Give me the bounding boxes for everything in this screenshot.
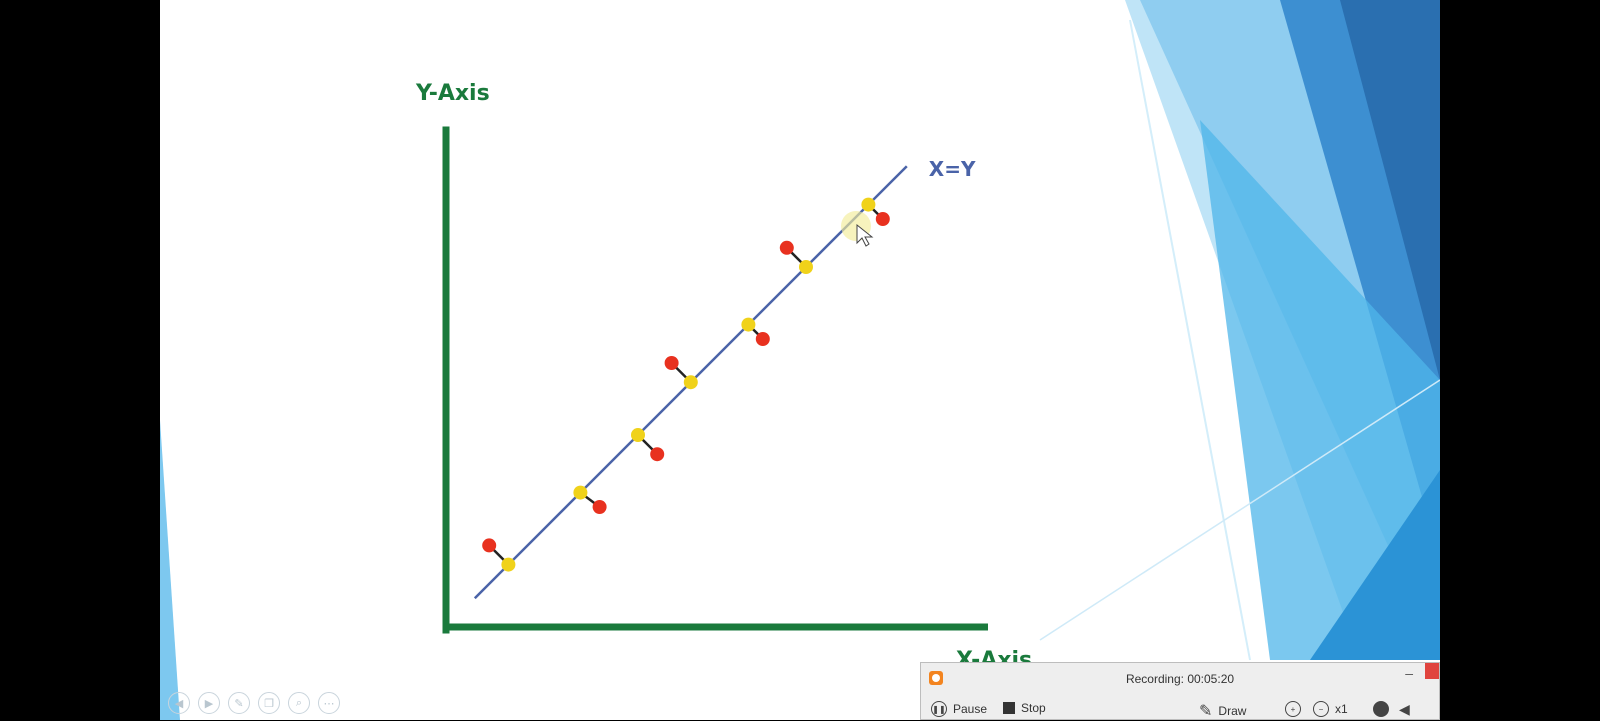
recording-time: 00:05:20 — [1187, 672, 1235, 686]
actual-data-point — [755, 332, 770, 346]
mouse-cursor-icon — [856, 223, 874, 247]
copy-icon[interactable]: ❐ — [258, 692, 280, 714]
x-equals-y-label: X=Y — [929, 157, 976, 181]
recording-status: Recording: 00:05:20 — [921, 672, 1439, 686]
actual-data-point — [482, 538, 497, 553]
speaker-icon: ◀ — [1399, 701, 1410, 717]
projected-data-point — [631, 428, 645, 442]
actual-data-point — [875, 212, 890, 226]
stop-icon — [1003, 702, 1015, 714]
previous-icon[interactable]: ◀ — [168, 692, 190, 714]
zoom-level: x1 — [1335, 702, 1348, 716]
pause-icon: ❚❚ — [931, 701, 947, 717]
projected-data-point — [683, 375, 698, 390]
actual-data-point — [779, 240, 794, 255]
pause-button[interactable]: ❚❚ Pause — [931, 701, 987, 717]
pause-label: Pause — [953, 702, 988, 716]
webcam-button[interactable] — [1373, 701, 1389, 717]
minimize-button[interactable]: – — [1405, 665, 1413, 681]
zoom-out-button[interactable]: − x1 — [1313, 701, 1348, 717]
projected-data-point — [741, 317, 756, 332]
recording-label: Recording: — [1125, 672, 1184, 686]
presentation-slide: Y-Axis X-Axis X=Y ◀ ▶ ✎ ❐ ⌕ ⋯ — [160, 0, 1440, 720]
projected-data-point — [501, 557, 516, 572]
draw-pen-icon: ✎ — [1199, 703, 1213, 720]
audio-button[interactable]: ◀ — [1399, 701, 1410, 718]
close-button[interactable] — [1425, 663, 1439, 679]
stop-label: Stop — [1021, 701, 1046, 715]
scatter-chart: Y-Axis X-Axis X=Y — [415, 81, 1032, 673]
more-icon[interactable]: ⋯ — [318, 692, 340, 714]
zoom-icon[interactable]: ⌕ — [288, 692, 310, 714]
projected-data-point — [861, 197, 876, 212]
actual-data-point — [664, 356, 679, 370]
recorder-logo-icon — [929, 671, 943, 685]
screen-recorder-panel: Recording: 00:05:20 – ❚❚ Pause Stop ✎ Dr… — [920, 662, 1440, 720]
projected-data-point — [799, 260, 813, 274]
webcam-icon — [1373, 701, 1389, 717]
pen-icon[interactable]: ✎ — [228, 692, 250, 714]
y-axis-title: Y-Axis — [415, 81, 490, 106]
zoom-out-icon: − — [1313, 701, 1329, 717]
stop-button[interactable]: Stop — [1003, 701, 1046, 715]
projected-data-point — [573, 485, 588, 500]
zoom-in-icon: + — [1285, 701, 1301, 717]
actual-data-point — [592, 500, 607, 514]
draw-button[interactable]: ✎ Draw — [1199, 701, 1246, 721]
zoom-in-button[interactable]: + — [1285, 701, 1301, 717]
actual-data-point — [650, 447, 665, 462]
play-icon[interactable]: ▶ — [198, 692, 220, 714]
draw-label: Draw — [1218, 704, 1247, 718]
slide-show-toolbar: ◀ ▶ ✎ ❐ ⌕ ⋯ — [168, 692, 340, 714]
slide-background-decoration — [160, 0, 1440, 720]
